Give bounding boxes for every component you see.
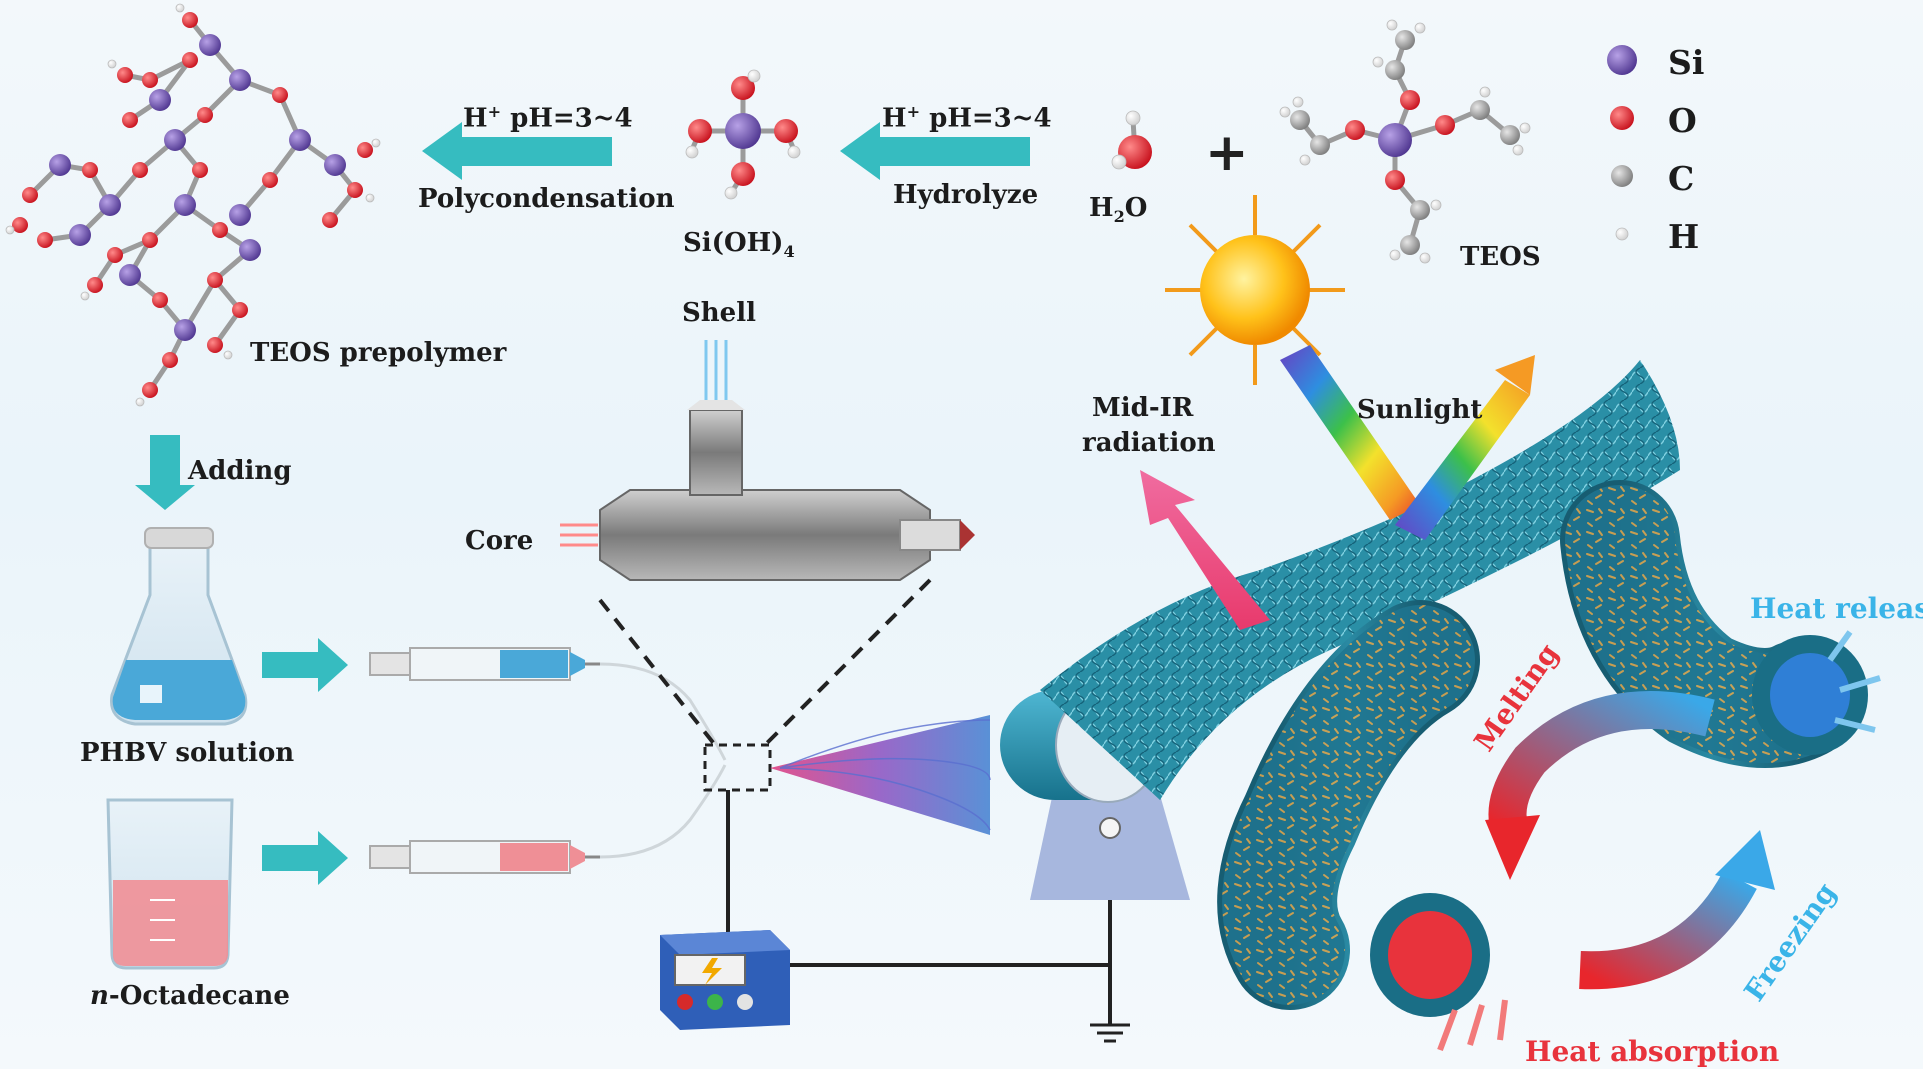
- reflected-beam-arrowhead: [1495, 355, 1535, 395]
- teos-molecule: [1279, 19, 1531, 264]
- legend-o: O: [1668, 101, 1697, 140]
- freezing-arrowhead: [1715, 830, 1775, 890]
- core-shell-fibers: [1217, 480, 1868, 1017]
- hydrolyze-arrow: [840, 122, 1030, 180]
- adding-label: Adding: [188, 456, 292, 486]
- heat-absorption-label: Heat absorption: [1525, 1035, 1780, 1068]
- polycondensation-arrow: [422, 122, 612, 180]
- melting-arrow: [1488, 691, 1715, 836]
- polycondensation-condition: H+ pH=3~4: [463, 102, 633, 134]
- mid-ir-radiation-arrow: [1140, 470, 1270, 630]
- teos-prepolymer-label: TEOS prepolymer: [250, 338, 507, 368]
- plus-sign: +: [1205, 123, 1249, 183]
- water-label: H2O: [1089, 193, 1148, 227]
- reaction-arrows: [135, 122, 1030, 885]
- zoom-lines: [598, 578, 932, 747]
- shell-label: Shell: [682, 298, 756, 328]
- heat-absorption-arrows: [1437, 999, 1508, 1052]
- octadecane-feed-arrow: [262, 831, 348, 885]
- polycondensation-label: Polycondensation: [418, 184, 675, 214]
- beaker: [106, 798, 234, 970]
- silicic-acid-molecule: [685, 69, 801, 200]
- melting-arrowhead: [1485, 815, 1540, 880]
- spinneret-box: [703, 743, 772, 792]
- high-voltage-power-supply: [660, 930, 790, 1030]
- reflected-sunlight-beam: [1395, 380, 1530, 540]
- incoming-sunlight-beam: [1280, 345, 1420, 520]
- octadecane-label: n-Octadecane: [90, 981, 290, 1011]
- mid-ir-label-line1: Mid-IR: [1092, 393, 1194, 423]
- sunlight-label: Sunlight: [1357, 395, 1483, 425]
- teos-label: TEOS: [1460, 242, 1541, 272]
- freezing-arrow: [1579, 870, 1757, 990]
- syringe-phbv: [369, 647, 600, 681]
- teos-prepolymer-molecule: [5, 3, 381, 407]
- heat-release-label: Heat release: [1750, 592, 1923, 625]
- nanofiber-membrane: [1040, 360, 1680, 800]
- core-label: Core: [465, 526, 534, 556]
- silicic-acid-label: Si(OH)4: [683, 228, 795, 262]
- phbv-feed-arrow: [262, 638, 348, 692]
- coaxial-nozzle: [560, 340, 975, 581]
- syringe-octadecane: [369, 840, 600, 874]
- legend-atoms: [1607, 45, 1637, 241]
- ground-symbol: [1090, 1023, 1130, 1043]
- hydrolyze-label: Hydrolyze: [893, 180, 1039, 210]
- sun-icon: [1165, 195, 1345, 385]
- legend-h: H: [1668, 217, 1700, 256]
- phbv-solution-label: PHBV solution: [80, 738, 295, 768]
- legend-c: C: [1668, 159, 1695, 198]
- hydrolyze-condition: H+ pH=3~4: [882, 102, 1052, 134]
- legend-si: Si: [1668, 43, 1705, 82]
- feed-tubes: [599, 662, 727, 859]
- erlenmeyer-flask: [109, 527, 248, 726]
- electrospinning-jet: [770, 715, 991, 835]
- adding-arrow: [135, 435, 195, 510]
- mid-ir-label-line2: radiation: [1082, 428, 1216, 458]
- water-molecule: [1111, 110, 1152, 170]
- heat-release-arrows: [1827, 630, 1881, 733]
